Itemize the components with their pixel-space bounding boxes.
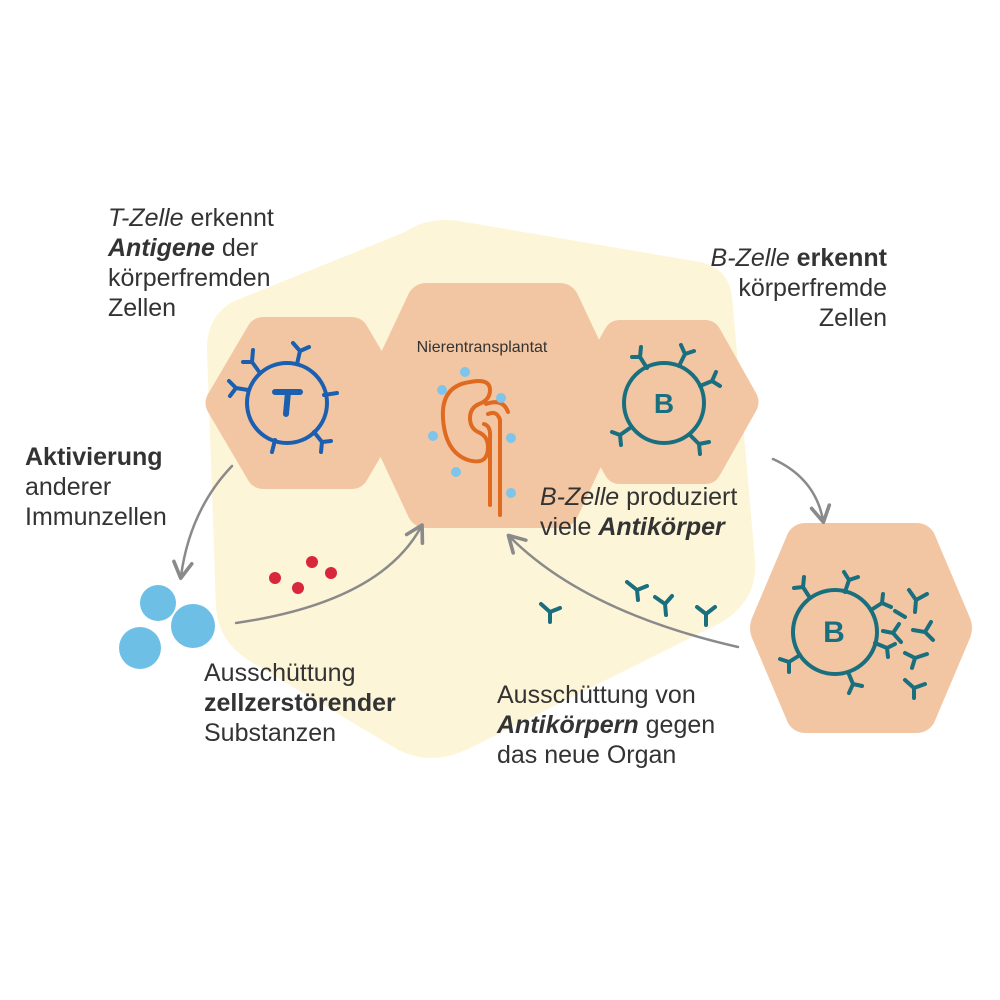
b-cell-receptor-icon — [610, 343, 722, 456]
recognizes-term: erkennt — [789, 244, 887, 272]
antibody-release-line1: Ausschüttung von — [497, 681, 696, 709]
antibodies-term: Antikörper — [598, 513, 725, 541]
antibody-release-caption: Ausschüttung von Antikörpern gegen das n… — [497, 680, 715, 770]
cell-destroying-term: zellzerstörender — [204, 689, 396, 717]
immune-cells — [119, 585, 215, 669]
t-cell-caption-line3: körperfremden — [108, 264, 271, 292]
plasma-cell-letter: B — [823, 616, 845, 649]
antigens-term: Antigene — [108, 234, 215, 262]
t-cell-caption-text-2: der — [214, 234, 259, 262]
kidney-icon — [428, 367, 516, 517]
t-cell-caption: T-Zelle erkennt Antigene der körperfremd… — [108, 203, 274, 323]
arrow-b-to-plasma — [771, 457, 832, 525]
toxic-release-caption: Ausschüttung zellzerstörender Substanzen — [204, 658, 396, 748]
t-cell-hexagon — [205, 317, 410, 489]
toxic-release-line3: Substanzen — [204, 719, 337, 747]
antibody-release-text: gegen — [638, 711, 716, 739]
toxic-release-line1: Ausschüttung — [204, 659, 356, 687]
arrow-activation — [172, 464, 234, 581]
t-cell-receptor-icon — [227, 341, 339, 454]
b-cell-term: B-Zelle — [710, 244, 790, 272]
antibody-icon — [539, 580, 935, 700]
b-cell-term-2: B-Zelle — [540, 483, 620, 511]
graft-hexagon — [358, 283, 628, 528]
plasma-cell-caption: B-Zelle produziert viele Antikörper — [540, 482, 737, 542]
t-cell-term: T-Zelle — [108, 204, 184, 232]
plasma-cell-icon — [778, 570, 897, 695]
t-cell-caption-line4: Zellen — [108, 294, 177, 322]
antibodies-term-2: Antikörpern — [497, 711, 639, 739]
arrow-toxic-to-graft — [234, 523, 425, 625]
activation-term: Aktivierung — [25, 443, 163, 471]
b-cell-caption-line2: körperfremde — [738, 274, 887, 302]
activation-line3: Immunzellen — [25, 503, 167, 531]
b-cell-letter: B — [654, 388, 674, 419]
antibody-release-line3: das neue Organ — [497, 741, 677, 769]
plasma-caption-text: produziert — [619, 483, 738, 511]
graft-label: Nierentransplantat — [417, 339, 548, 356]
activation-caption: Aktivierung anderer Immunzellen — [25, 442, 167, 532]
b-cell-caption-line3: Zellen — [818, 304, 887, 332]
t-cell-caption-text: erkennt — [183, 204, 274, 232]
b-cell-caption: B-Zelle erkennt körperfremde Zellen — [711, 243, 887, 333]
arrow-antibodies-to-graft — [506, 533, 740, 649]
activation-line2: anderer — [25, 473, 112, 501]
plasma-cell-hexagon — [750, 523, 972, 733]
plasma-caption-text-2: viele — [540, 513, 599, 541]
toxic-substance-dots — [269, 556, 337, 594]
